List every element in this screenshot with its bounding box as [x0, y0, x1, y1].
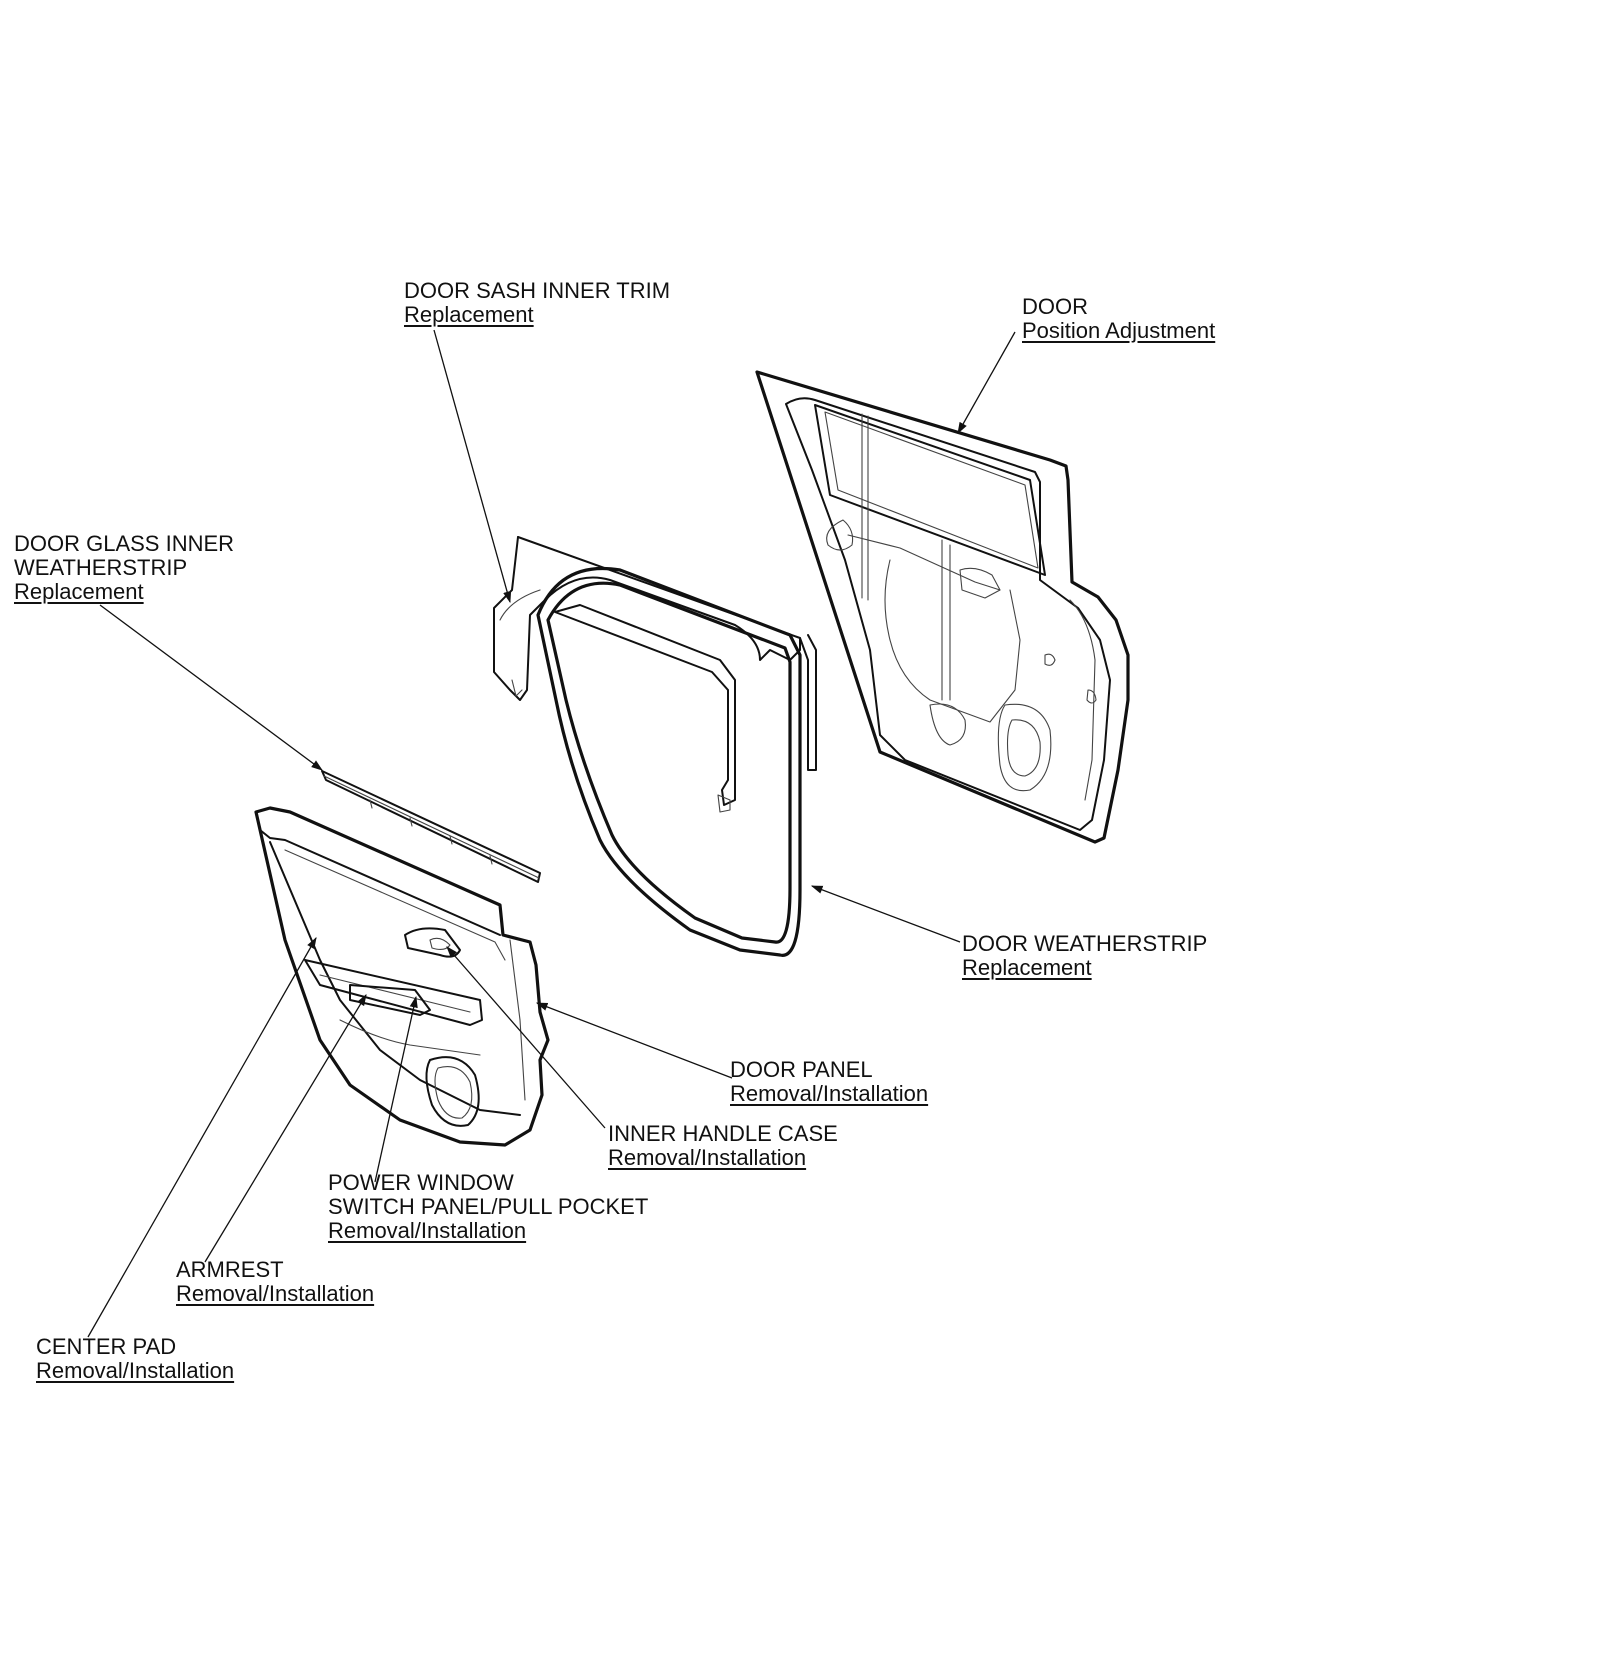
callout-door-sash-inner-trim-name: DOOR SASH INNER TRIM	[404, 278, 671, 303]
callout-inner-handle-case-name: INNER HANDLE CASE	[608, 1121, 838, 1146]
door-glass-inner-weatherstrip-replacement-link[interactable]: Replacement	[14, 579, 144, 604]
leader-door-glass-inner-weatherstrip	[99, 604, 323, 771]
door-sash-inner-trim-replacement-link[interactable]: Replacement	[404, 302, 534, 327]
leader-door-weatherstrip	[810, 885, 961, 943]
callout-door-panel-name: DOOR PANEL	[730, 1057, 873, 1082]
leader-lines	[87, 329, 1016, 1338]
leader-inner-handle-case	[446, 946, 606, 1129]
callout-door-panel: DOOR PANEL Removal/Installation	[730, 1058, 928, 1106]
callout-door-glass-inner-weatherstrip: DOOR GLASS INNER WEATHERSTRIP Replacemen…	[14, 532, 234, 604]
door-shell-illustration	[755, 370, 1130, 844]
callout-door-weatherstrip-name: DOOR WEATHERSTRIP	[962, 931, 1208, 956]
door-weatherstrip-replacement-link[interactable]: Replacement	[962, 955, 1092, 980]
callout-armrest: ARMREST Removal/Installation	[176, 1258, 374, 1306]
door-weatherstrip-illustration	[536, 566, 802, 957]
door-position-adjustment-link[interactable]: Position Adjustment	[1022, 318, 1216, 343]
leader-door-panel	[535, 1002, 733, 1079]
callout-inner-handle-case: INNER HANDLE CASE Removal/Installation	[608, 1122, 838, 1170]
callout-power-window-switch-panel-name-1: POWER WINDOW	[328, 1170, 514, 1195]
callout-power-window-switch-panel: POWER WINDOW SWITCH PANEL/PULL POCKET Re…	[328, 1171, 648, 1243]
door-panel-removal-installation-link[interactable]: Removal/Installation	[730, 1081, 929, 1106]
leader-power-window-switch-panel	[374, 995, 418, 1183]
leader-armrest	[204, 993, 367, 1263]
center-pad-removal-installation-link[interactable]: Removal/Installation	[36, 1358, 235, 1383]
door-panel-illustration	[254, 806, 550, 1147]
callout-power-window-switch-panel-name-2: SWITCH PANEL/PULL POCKET	[328, 1194, 649, 1219]
callout-center-pad: CENTER PAD Removal/Installation	[36, 1335, 234, 1383]
callout-door: DOOR Position Adjustment	[1022, 295, 1215, 343]
callout-door-glass-inner-weatherstrip-name-1: DOOR GLASS INNER	[14, 531, 235, 556]
power-window-switch-panel-removal-installation-link[interactable]: Removal/Installation	[328, 1218, 527, 1243]
leader-center-pad	[87, 936, 317, 1338]
callout-center-pad-name: CENTER PAD	[36, 1334, 177, 1359]
leader-door	[957, 331, 1016, 435]
callout-door-glass-inner-weatherstrip-name-2: WEATHERSTRIP	[14, 555, 188, 580]
armrest-removal-installation-link[interactable]: Removal/Installation	[176, 1281, 375, 1306]
callout-door-name: DOOR	[1022, 294, 1088, 319]
callout-armrest-name: ARMREST	[176, 1257, 284, 1282]
callout-door-sash-inner-trim: DOOR SASH INNER TRIM Replacement	[404, 279, 670, 327]
door-glass-inner-weatherstrip-illustration	[321, 770, 541, 883]
callout-door-weatherstrip: DOOR WEATHERSTRIP Replacement	[962, 932, 1207, 980]
leader-door-sash-inner-trim	[433, 329, 512, 604]
door-sash-inner-trim-illustration	[493, 536, 817, 771]
inner-handle-case-removal-installation-link[interactable]: Removal/Installation	[608, 1145, 807, 1170]
